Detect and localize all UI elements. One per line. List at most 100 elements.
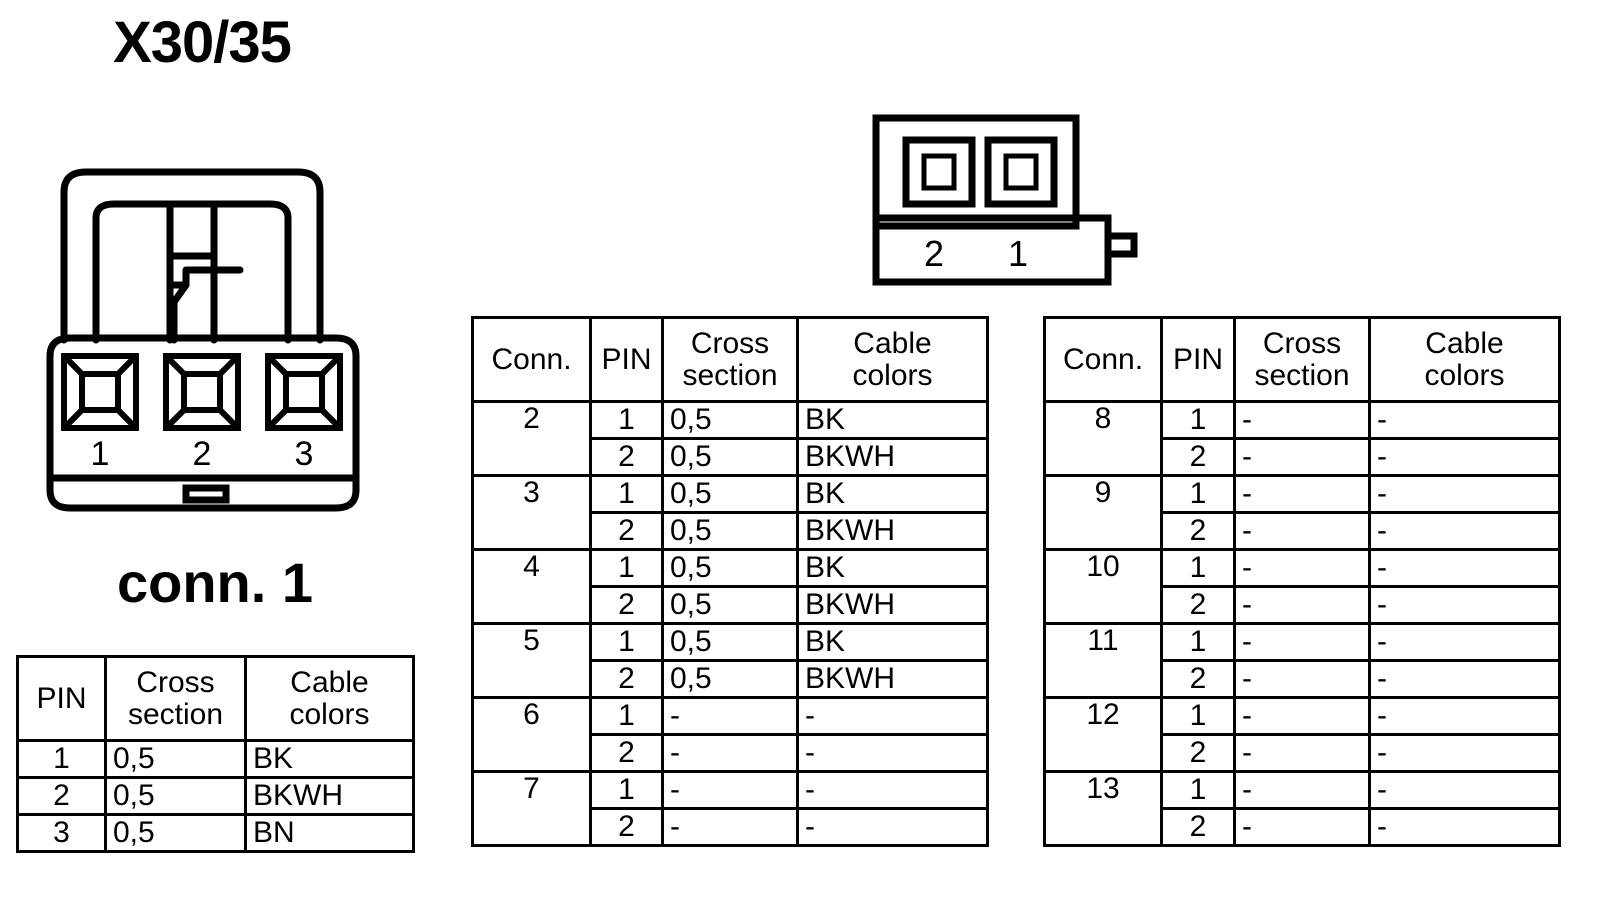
cross-section-cell: - bbox=[1233, 548, 1371, 588]
table-row: 2-- bbox=[1045, 437, 1561, 477]
conn-cell: 7 bbox=[471, 770, 592, 847]
header-conn: Conn. bbox=[1043, 316, 1163, 403]
cross-section-cell: 0,5 bbox=[661, 437, 799, 477]
cross-section-cell: 0,5 bbox=[104, 813, 247, 853]
cross-section-cell: 0,5 bbox=[661, 659, 799, 699]
cable-colors-cell: - bbox=[1368, 548, 1561, 588]
header-cross-line1: Cross bbox=[1262, 327, 1342, 361]
page-title: X30/35 bbox=[0, 14, 1600, 72]
cable-colors-cell: BK bbox=[796, 474, 989, 514]
pin-cavity-2 bbox=[163, 353, 241, 431]
pin-cell: 2 bbox=[1160, 807, 1236, 847]
header-cross-line2: section bbox=[1254, 358, 1350, 392]
cable-colors-cell: BK bbox=[796, 622, 989, 662]
pin-cell: 2 bbox=[1160, 585, 1236, 625]
cable-colors-cell: BKWH bbox=[796, 659, 989, 699]
cable-colors-cell: BKWH bbox=[796, 511, 989, 551]
header-cable-colors: Cable colors bbox=[796, 316, 989, 403]
pin-cavity-1 bbox=[61, 353, 139, 431]
table-header-row: Conn. PIN Cross section Cable colors bbox=[471, 316, 989, 403]
connector-1-latch bbox=[60, 168, 324, 344]
table-header-row: Conn. PIN Cross section Cable colors bbox=[1043, 316, 1561, 403]
cross-section-cell: 0,5 bbox=[661, 474, 799, 514]
table-row: 2-- bbox=[1045, 585, 1561, 625]
cable-colors-cell: - bbox=[796, 770, 989, 810]
cable-colors-cell: BK bbox=[796, 400, 989, 440]
pin-cell: 1 bbox=[589, 548, 664, 588]
cross-section-cell: - bbox=[1233, 733, 1371, 773]
header-cable-colors: Cable colors bbox=[244, 655, 415, 742]
cross-section-cell: - bbox=[1233, 807, 1371, 847]
cable-colors-cell: - bbox=[1368, 659, 1561, 699]
connector-1-pin-number-3: 3 bbox=[295, 435, 314, 473]
conn-cell: 6 bbox=[471, 696, 592, 773]
cross-section-cell: 0,5 bbox=[661, 400, 799, 440]
cable-colors-cell: - bbox=[1368, 733, 1561, 773]
header-cross-line1: Cross bbox=[136, 666, 215, 700]
pin-cell: 2 bbox=[1160, 511, 1236, 551]
pin-cell: 2 bbox=[589, 437, 664, 477]
cross-section-cell: - bbox=[1233, 511, 1371, 551]
cross-section-cell: - bbox=[661, 770, 799, 810]
connector-1-pin-number-2: 2 bbox=[193, 435, 212, 473]
x3035-pin-cavity-1 bbox=[984, 136, 1058, 208]
cable-colors-cell: - bbox=[1368, 770, 1561, 810]
connector-1-label: conn. 1 bbox=[116, 551, 314, 614]
header-pin: PIN bbox=[1160, 316, 1236, 403]
cable-colors-cell: - bbox=[796, 733, 989, 773]
cross-section-cell: - bbox=[661, 696, 799, 736]
cross-section-cell: 0,5 bbox=[104, 739, 247, 779]
cross-section-cell: - bbox=[661, 807, 799, 847]
header-conn: Conn. bbox=[471, 316, 592, 403]
header-cable-line1: Cable bbox=[1425, 327, 1504, 361]
pin-cell: 1 bbox=[1160, 474, 1236, 514]
header-cable-line1: Cable bbox=[290, 666, 369, 700]
cable-colors-cell: BKWH bbox=[796, 437, 989, 477]
cable-colors-cell: - bbox=[1368, 622, 1561, 662]
cross-section-cell: 0,5 bbox=[661, 511, 799, 551]
connector-1-bottom-slot bbox=[182, 484, 230, 504]
header-cross-line2: section bbox=[682, 358, 778, 392]
pin-cell: 1 bbox=[589, 770, 664, 810]
header-cable-line2: colors bbox=[1424, 358, 1505, 392]
connector-x3035-diagram: 2 1 bbox=[868, 110, 1158, 290]
cable-colors-cell: - bbox=[1368, 437, 1561, 477]
x3035-pin-number-2: 2 bbox=[924, 233, 944, 274]
cable-colors-cell: - bbox=[1368, 585, 1561, 625]
cable-colors-cell: - bbox=[1368, 511, 1561, 551]
table-row: 2-- bbox=[1045, 659, 1561, 699]
cable-colors-cell: - bbox=[1368, 474, 1561, 514]
cross-section-cell: 0,5 bbox=[661, 585, 799, 625]
header-cross-section: Cross section bbox=[661, 316, 799, 403]
header-cable-colors: Cable colors bbox=[1368, 316, 1561, 403]
pin-cell: 2 bbox=[589, 659, 664, 699]
table-row: 2-- bbox=[1045, 511, 1561, 551]
cross-section-cell: - bbox=[1233, 585, 1371, 625]
cross-section-cell: - bbox=[1233, 659, 1371, 699]
cross-section-cell: 0,5 bbox=[661, 548, 799, 588]
cross-section-cell: - bbox=[661, 733, 799, 773]
x3035-pin-cavity-2 bbox=[902, 136, 976, 208]
connector-1-pin-cavities bbox=[61, 353, 343, 431]
table-row: 2-- bbox=[473, 807, 989, 847]
header-cross-section: Cross section bbox=[104, 655, 247, 742]
cross-section-cell: - bbox=[1233, 437, 1371, 477]
x3035-pin-number-1: 1 bbox=[1008, 233, 1028, 274]
table-header-row: PIN Cross section Cable colors bbox=[16, 655, 415, 742]
pin-cell: 3 bbox=[16, 813, 107, 853]
cross-section-cell: 0,5 bbox=[104, 776, 247, 816]
conn-cell: 2 bbox=[471, 400, 592, 477]
cross-section-cell: - bbox=[1233, 696, 1371, 736]
pin-cell: 2 bbox=[589, 807, 664, 847]
header-pin: PIN bbox=[16, 655, 107, 742]
pin-cell: 1 bbox=[1160, 400, 1236, 440]
cable-colors-cell: BN bbox=[244, 813, 415, 853]
table-row: 2-- bbox=[473, 733, 989, 773]
